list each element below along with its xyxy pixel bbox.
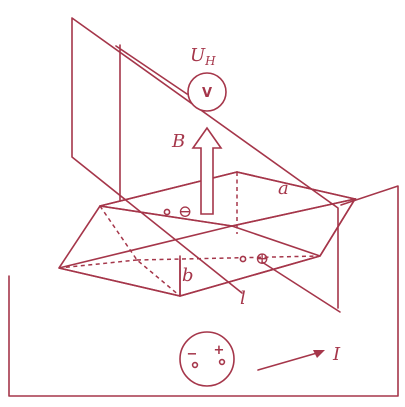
thickness-label: b xyxy=(182,265,194,286)
voltmeter-wire-left xyxy=(115,44,188,201)
field-arrow xyxy=(191,126,223,215)
positive-terminal-dot xyxy=(239,255,247,263)
voltmeter-label: V xyxy=(202,86,212,101)
horizontal-plane xyxy=(8,185,399,397)
sample-top-face xyxy=(99,171,356,227)
negative-terminal-symbol: ⊖ xyxy=(178,202,192,222)
width-label: a xyxy=(278,178,289,199)
current-arrow-line xyxy=(257,352,318,371)
source-plus: + xyxy=(214,343,225,358)
source-minus: − xyxy=(187,347,198,362)
field-label: B xyxy=(171,131,185,152)
top-face-edge xyxy=(99,171,356,227)
vertical-plane xyxy=(71,17,339,309)
source-terminal-right xyxy=(218,358,226,366)
voltmeter-circle xyxy=(187,72,227,112)
source-terminal-left xyxy=(191,361,199,369)
length-label: l xyxy=(240,288,246,309)
current-source-circle xyxy=(179,331,235,387)
voltage-label: UH xyxy=(190,45,216,68)
current-arrow-head xyxy=(313,350,325,358)
hidden-edges xyxy=(58,172,321,297)
negative-terminal-dot xyxy=(163,208,171,216)
positive-wire xyxy=(261,261,341,313)
current-label: I xyxy=(332,344,341,365)
